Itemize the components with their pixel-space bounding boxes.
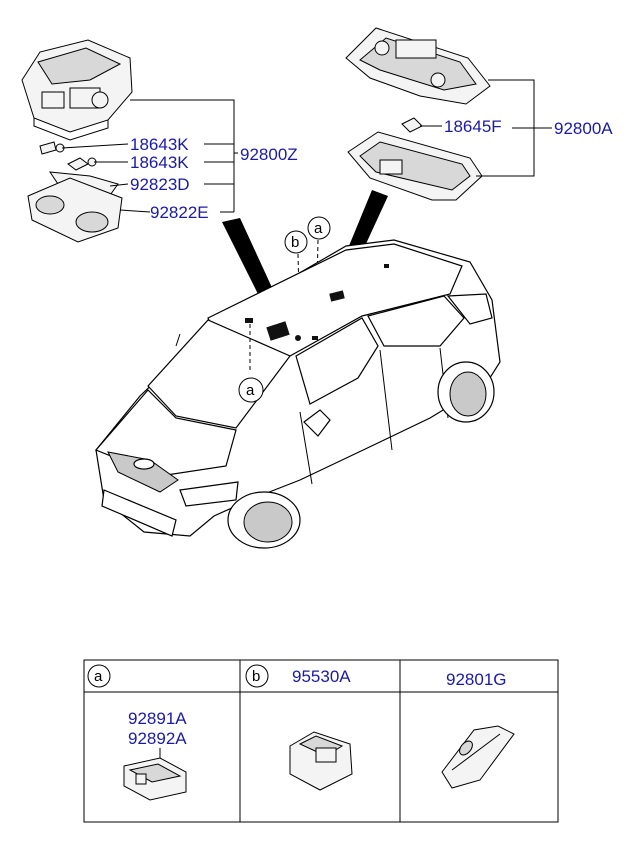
svg-text:a: a — [94, 668, 103, 685]
bulb-18643K-a — [39, 141, 65, 155]
svg-text:b: b — [291, 234, 299, 251]
table-cell-a-part-1: 92891A — [128, 709, 187, 728]
parts-table: a b 95530A 92801G 92891A 92892A — [83, 659, 559, 823]
table-header-a: a — [87, 664, 111, 688]
label-18643K-a: 18643K — [130, 135, 189, 154]
part-92891A-drawing — [123, 757, 187, 801]
label-92823D: 92823D — [130, 175, 190, 194]
label-92800A: 92800A — [554, 119, 613, 138]
callout-a-bottom: a — [238, 377, 264, 403]
table-header-b: b — [245, 664, 269, 688]
part-92801G-drawing — [441, 725, 515, 789]
vehicle-illustration — [94, 239, 501, 549]
callout-b-top: b — [284, 230, 308, 254]
label-18643K-b: 18643K — [130, 153, 189, 172]
part-95530A-drawing — [289, 731, 353, 791]
bulb-18643K-b — [67, 157, 97, 171]
table-header-c-part: 92801G — [446, 670, 507, 689]
table-header-b-part: 95530A — [292, 667, 351, 686]
svg-text:a: a — [246, 382, 255, 399]
label-18645F: 18645F — [444, 117, 502, 136]
map-lamp-assembly-92800Z — [21, 39, 133, 243]
svg-text:b: b — [252, 668, 260, 685]
svg-text:a: a — [314, 220, 323, 237]
label-92800Z: 92800Z — [240, 145, 298, 164]
room-lamp-assembly-92800A — [345, 27, 491, 201]
table-cell-a-part-2: 92892A — [128, 729, 187, 748]
bulb-18645F — [401, 117, 423, 133]
callout-a-top: a — [307, 216, 331, 240]
label-92822E: 92822E — [150, 203, 209, 222]
